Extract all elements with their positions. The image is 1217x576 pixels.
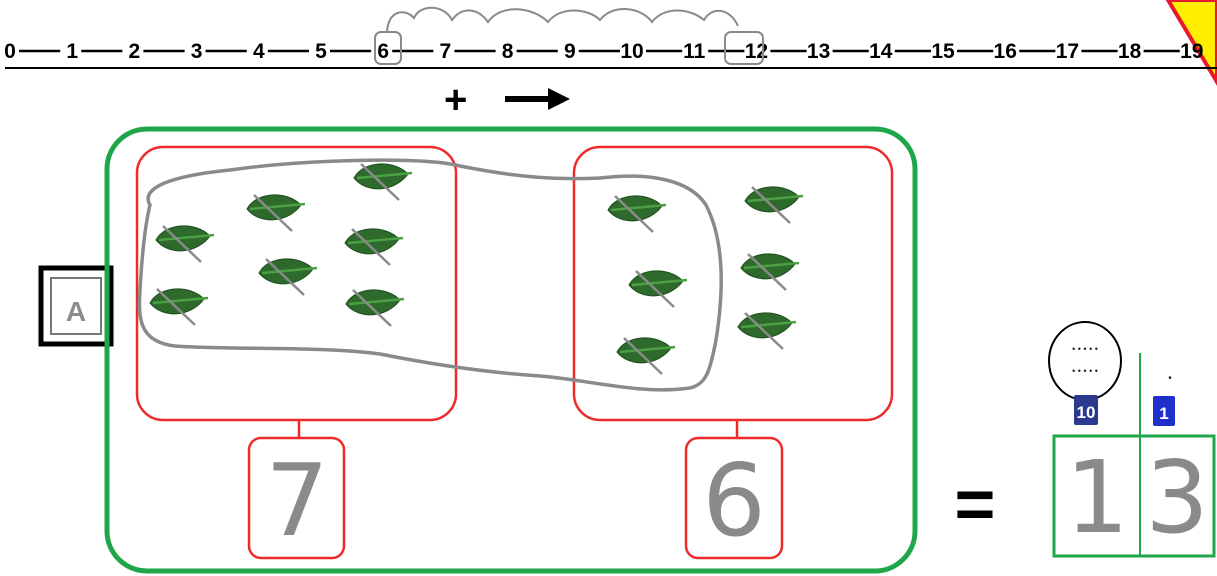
equals-sign: = [955, 465, 996, 543]
leaf [739, 252, 801, 292]
leaf [344, 288, 406, 328]
number-mark-13 [724, 31, 764, 65]
number-line-label: 9 [564, 40, 576, 63]
place-value-chart: • • • • • • • • • • • 10 1 1 3 [1048, 321, 1216, 558]
number-line-label: 18 [1118, 40, 1142, 63]
ones-dots: • [1168, 373, 1172, 384]
number-line-label: 6 [377, 40, 389, 63]
number-line-label: 15 [931, 40, 955, 63]
leaf [148, 287, 210, 327]
leaf [154, 224, 216, 264]
number-line-label: 19 [1180, 40, 1203, 63]
label-a-text: A [66, 296, 86, 327]
number-line-label: 2 [129, 40, 141, 63]
ten-group-loop [137, 158, 723, 392]
ones-badge [1153, 396, 1175, 426]
leaf [343, 227, 405, 267]
right-arrow-icon [505, 88, 570, 110]
number-line-label: 4 [253, 40, 265, 63]
number-line-label: 1 [66, 40, 78, 63]
leaf [606, 194, 668, 234]
number-line-label: 7 [440, 40, 452, 63]
left-leaves [148, 162, 414, 328]
number-mark-7 [374, 31, 402, 65]
number-line-label: 17 [1056, 40, 1079, 63]
leaf [627, 269, 689, 309]
tens-dots-row: • • • • • [1072, 344, 1098, 354]
right-group-box [572, 145, 894, 422]
tens-badge [1074, 395, 1098, 425]
tens-digit: 1 [1065, 439, 1129, 556]
number-line-label: 11 [683, 40, 706, 63]
ones-digit: 3 [1145, 439, 1209, 556]
leaf [257, 257, 319, 297]
number-line-label: 0 [4, 40, 16, 63]
corner-ribbon [1165, 0, 1217, 86]
plus-sign: + [444, 78, 467, 122]
left-group-box [135, 145, 458, 422]
leaf [736, 311, 798, 351]
place-value-grid [1052, 434, 1216, 558]
number-line-label: 14 [869, 40, 893, 63]
number-line-label: 3 [191, 40, 203, 63]
jump-loops [386, 6, 739, 33]
right-leaves [606, 185, 805, 376]
left-count-value: 7 [265, 442, 329, 559]
right-count-value: 6 [702, 442, 766, 559]
number-line-label: 8 [502, 40, 514, 63]
label-a-box: A [38, 265, 114, 347]
leaf [743, 185, 805, 225]
addition-frame [104, 126, 918, 574]
number-line-label: 13 [807, 40, 830, 63]
leaf [352, 162, 414, 202]
left-count-box [247, 436, 346, 560]
tens-dots-circle [1048, 321, 1122, 401]
number-line-label: 10 [620, 40, 643, 63]
leaf [245, 193, 307, 233]
ones-label: 1 [1159, 404, 1168, 423]
right-count-box [684, 436, 784, 560]
number-line-label: 16 [994, 40, 1017, 63]
number-line-label: 12 [745, 40, 768, 63]
tens-label: 10 [1077, 403, 1096, 422]
number-line-label: 5 [315, 40, 327, 63]
leaf [615, 336, 677, 376]
tens-dots-row: • • • • • [1072, 366, 1098, 376]
